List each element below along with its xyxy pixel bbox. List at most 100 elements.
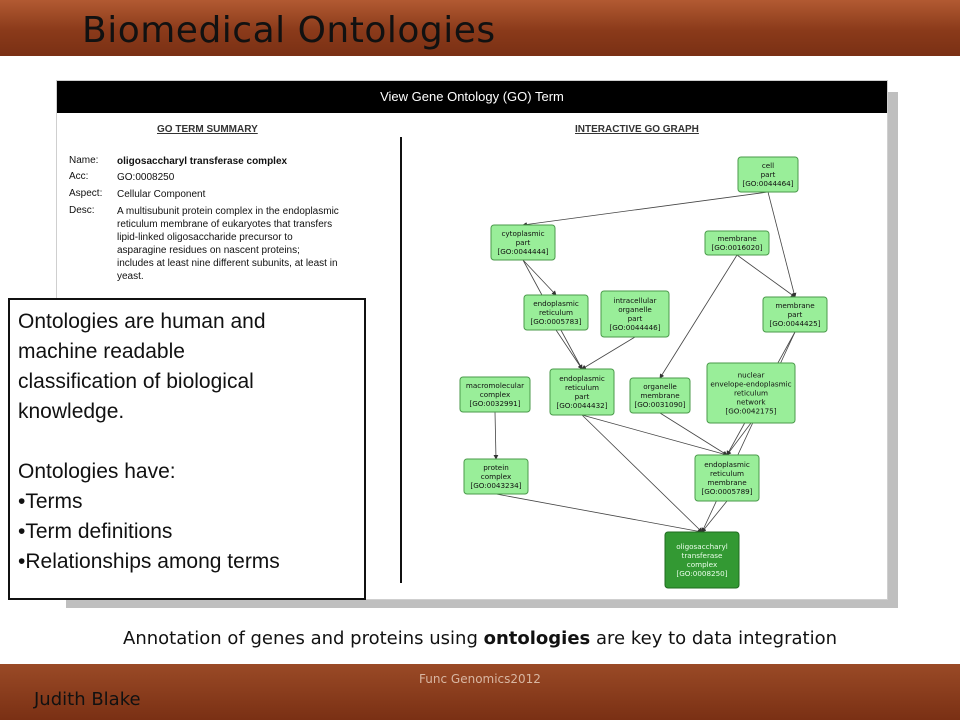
- go-node-ost-complex[interactable]: oligosaccharyltransferasecomplex[GO:0008…: [664, 531, 740, 589]
- caption-text: Annotation of genes and proteins using: [123, 628, 484, 649]
- go-term-summary-title: GO TERM SUMMARY: [157, 124, 258, 135]
- go-node-label: protein: [483, 463, 509, 472]
- go-node-label: [GO:0044432]: [556, 401, 607, 410]
- callout-bullet: •Term definitions: [18, 520, 173, 543]
- go-node-label: membrane: [640, 391, 680, 400]
- go-node-label: organelle: [618, 305, 652, 314]
- go-graph-edge: [522, 191, 769, 227]
- go-node-membrane[interactable]: membrane[GO:0016020]: [704, 230, 770, 256]
- go-node-label: reticulum: [565, 383, 599, 392]
- caption-bold: ontologies: [483, 628, 591, 649]
- go-node-label: membrane: [707, 478, 747, 487]
- ontology-callout: Ontologies are human and machine readabl…: [8, 298, 366, 600]
- go-node-label: [GO:0044425]: [769, 319, 820, 328]
- term-accession: GO:0008250: [117, 172, 175, 183]
- go-node-label: [GO:0005789]: [701, 487, 752, 496]
- go-node-label: endoplasmic: [559, 374, 605, 383]
- go-node-box: [600, 290, 670, 338]
- go-node-box: [463, 458, 529, 495]
- go-node-label: [GO:0016020]: [711, 243, 762, 252]
- footer-bar: Func Genomics2012 Judith Blake: [0, 664, 960, 720]
- slide-title: Biomedical Ontologies: [82, 10, 496, 51]
- go-graph-edge: [581, 414, 703, 533]
- go-graph-edge: [767, 191, 797, 298]
- callout-line: classification of biological: [18, 370, 254, 393]
- go-node-box: [664, 531, 740, 589]
- go-node-box: [490, 224, 556, 261]
- footer-center-text: Func Genomics2012: [419, 672, 541, 686]
- callout-line: machine readable: [18, 340, 185, 363]
- go-panel-header: View Gene Ontology (GO) Term: [57, 81, 887, 113]
- go-graph-edge: [659, 254, 738, 379]
- go-graph-edge: [555, 329, 583, 370]
- go-node-label: [GO:0044444]: [497, 247, 548, 256]
- go-node-box: [762, 296, 828, 333]
- go-graph-edge: [701, 500, 728, 533]
- go-node-label: macromolecular: [466, 381, 524, 390]
- go-node-label: [GO:0043234]: [470, 481, 521, 490]
- callout-spacer: [18, 427, 356, 457]
- go-node-label: complex: [687, 560, 718, 569]
- panel-divider: [400, 137, 402, 583]
- go-node-label: transferase: [682, 551, 724, 560]
- field-key: Aspect:: [69, 188, 103, 199]
- go-node-label: nuclear: [738, 371, 765, 380]
- go-node-label: [GO:0005783]: [530, 317, 581, 326]
- go-node-label: part: [788, 310, 803, 319]
- go-node-label: endoplasmic: [704, 460, 750, 469]
- callout-line: knowledge.: [18, 400, 125, 423]
- go-node-label: reticulum: [710, 469, 744, 478]
- go-node-label: part: [575, 392, 590, 401]
- slide-caption: Annotation of genes and proteins using o…: [0, 628, 960, 649]
- go-node-label: endoplasmic: [533, 299, 579, 308]
- go-node-nuclear-envelope[interactable]: nuclearenvelope-endoplasmicreticulumnetw…: [706, 362, 796, 424]
- interactive-go-graph-title: INTERACTIVE GO GRAPH: [575, 124, 699, 135]
- term-description: A multisubunit protein complex in the en…: [117, 206, 339, 282]
- go-graph-edge: [493, 411, 499, 460]
- go-node-label: organelle: [643, 382, 677, 391]
- go-node-box: [704, 230, 770, 256]
- go-node-box: [706, 362, 796, 424]
- field-acc: Acc: GO:0008250: [69, 171, 339, 184]
- go-node-label: reticulum: [734, 389, 768, 398]
- go-graph-edge: [736, 254, 796, 298]
- go-node-label: complex: [481, 472, 512, 481]
- go-node-label: [GO:0042175]: [725, 407, 776, 416]
- caption-text-end: are key to data integration: [590, 628, 837, 649]
- go-node-label: membrane: [717, 234, 757, 243]
- field-name: Name:oligosaccharyl transferase complex: [69, 155, 339, 168]
- go-node-box: [459, 376, 531, 413]
- go-node-label: [GO:0031090]: [634, 400, 685, 409]
- go-node-label: intracellular: [613, 296, 656, 305]
- go-node-box: [523, 294, 589, 331]
- callout-have-heading: Ontologies have:: [18, 460, 176, 483]
- term-name: oligosaccharyl transferase complex: [117, 156, 288, 167]
- callout-bullet: •Relationships among terms: [18, 550, 280, 573]
- go-node-label: complex: [480, 390, 511, 399]
- go-graph-edge: [581, 414, 728, 457]
- field-key: Desc:: [69, 205, 95, 216]
- field-desc: Desc: A multisubunit protein complex in t…: [69, 205, 339, 283]
- go-graph-edge: [522, 259, 557, 296]
- go-node-label: envelope-endoplasmic: [710, 380, 791, 389]
- go-node-label: cell: [762, 161, 774, 170]
- field-key: Acc:: [69, 171, 89, 182]
- footer-author: Judith Blake: [34, 689, 141, 710]
- field-aspect: Aspect:Cellular Component: [69, 188, 339, 201]
- go-graph: cellpart[GO:0044464]membrane[GO:0016020]…: [459, 156, 828, 589]
- go-node-label: part: [516, 238, 531, 247]
- go-graph-edge: [581, 336, 636, 370]
- go-graph-edge: [726, 422, 752, 456]
- go-node-label: oligosaccharyl: [676, 542, 728, 551]
- go-node-box: [694, 454, 760, 502]
